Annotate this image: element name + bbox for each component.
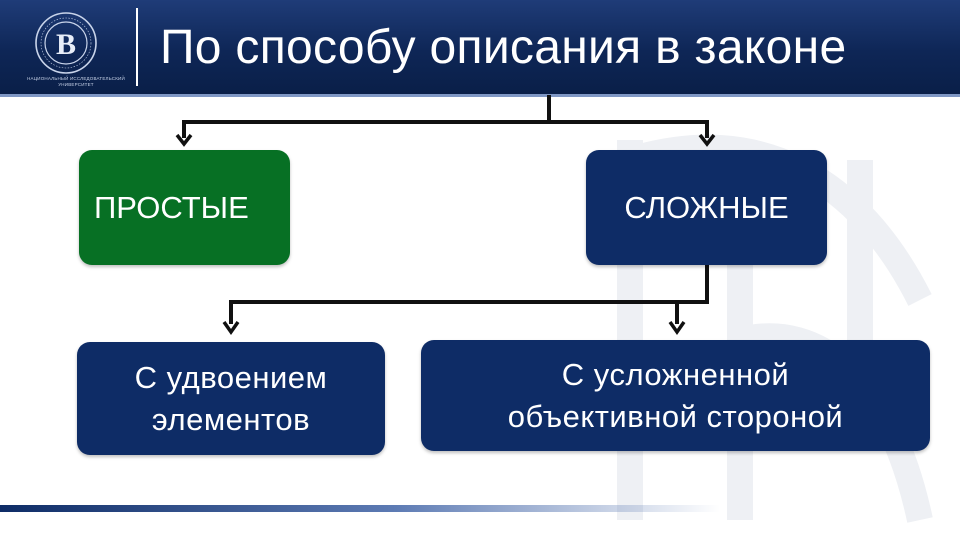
simple-label: ПРОСТЫЕ	[94, 189, 249, 225]
university-logo: В НАЦИОНАЛЬНЫЙ ИССЛЕДОВАТЕЛЬСКИЙ УНИВЕРС…	[16, 10, 136, 92]
logo-icon: В	[35, 12, 97, 74]
complex-box: СЛОЖНЫЕ	[586, 150, 827, 265]
footer-bar	[0, 505, 720, 512]
complicated-objective-box: С усложненной объективной стороной	[421, 340, 930, 451]
arrow-down-icon	[668, 320, 686, 336]
doubled-line-2: элементов	[151, 401, 311, 437]
arrow-down-icon	[698, 133, 716, 147]
doubled-elements-box: С удвоением элементов	[77, 342, 385, 455]
page-title: По способу описания в законе	[160, 21, 847, 74]
logo-mark: В	[56, 28, 76, 61]
arrow-down-icon	[175, 133, 193, 147]
header-bar: В НАЦИОНАЛЬНЫЙ ИССЛЕДОВАТЕЛЬСКИЙ УНИВЕРС…	[0, 0, 960, 94]
complex-label: СЛОЖНЫЕ	[624, 189, 789, 225]
objective-line-2: объективной стороной	[507, 398, 844, 434]
logo-caption: НАЦИОНАЛЬНЫЙ ИССЛЕДОВАТЕЛЬСКИЙ УНИВЕРСИТ…	[27, 76, 125, 87]
header-rule	[0, 94, 960, 97]
doubled-line-1: С удвоением	[134, 359, 328, 395]
objective-line-1: С усложненной	[561, 356, 790, 392]
header-divider	[136, 8, 138, 86]
simple-box: ПРОСТЫЕ	[79, 150, 290, 265]
arrow-down-icon	[222, 320, 240, 336]
